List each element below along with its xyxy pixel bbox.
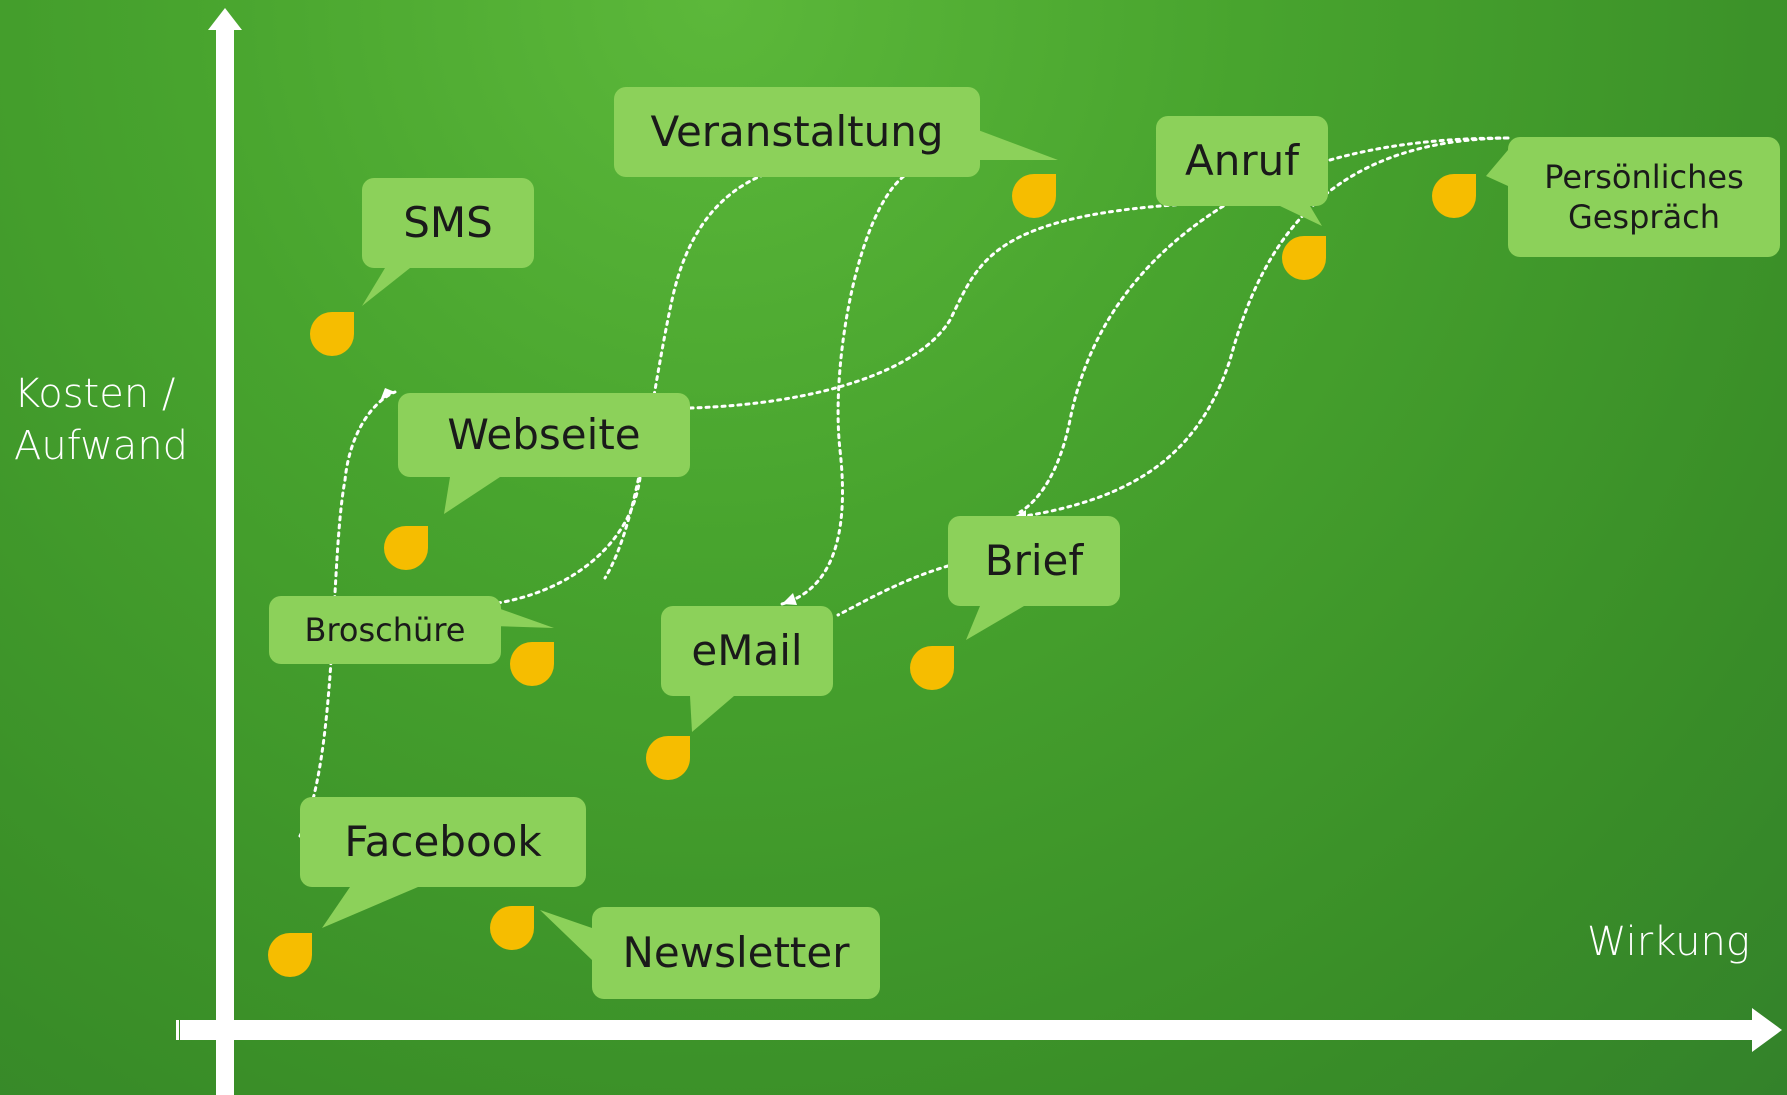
bubble-tail (444, 477, 500, 514)
bubble-facebook (300, 797, 586, 928)
bubble-box (269, 596, 501, 664)
bubble-box (592, 907, 880, 999)
x-axis-arrowhead (1752, 1008, 1782, 1052)
y-axis-label: Kosten / Aufwand (14, 371, 189, 469)
bubble-box (1508, 137, 1780, 257)
bubble-box (661, 606, 833, 696)
bubble-tail (540, 910, 592, 960)
bubble-box (300, 797, 586, 887)
axes (176, 8, 1782, 1095)
bubble-label-email: eMail (691, 625, 803, 675)
markers (268, 174, 1476, 977)
bubble-tail (362, 268, 410, 306)
bubble-tail (492, 606, 554, 628)
bubble-veranstaltung (614, 87, 1058, 177)
bubble-email (661, 606, 833, 732)
droplet-marker-icon (910, 646, 954, 690)
droplet-marker-icon (384, 526, 428, 570)
droplet-marker-icon (268, 933, 312, 977)
connector-line (471, 476, 642, 608)
y-axis-line (216, 28, 234, 1095)
x-axis-line (180, 1020, 1760, 1040)
bubble-tail (978, 130, 1058, 160)
droplet-marker-icon (1282, 236, 1326, 280)
bubbles (269, 87, 1780, 999)
bubble-persoenliches-gespraech (1486, 137, 1780, 257)
arrowhead-icon (782, 593, 797, 605)
bubble-label-sms: SMS (403, 197, 493, 247)
bubble-box (362, 178, 534, 268)
bubble-tail (1280, 206, 1322, 226)
connector-line (603, 158, 860, 580)
x-axis-tail (176, 1020, 179, 1040)
bubble-box (398, 393, 690, 477)
droplet-marker-icon (1432, 174, 1476, 218)
bubble-webseite (398, 393, 690, 514)
bubble-tail (322, 887, 418, 928)
bubble-tail (690, 696, 734, 732)
bubble-broschuere (269, 596, 554, 664)
connector-line (836, 564, 950, 617)
x-axis-label: Wirkung (1587, 919, 1750, 965)
droplet-marker-icon (490, 906, 534, 950)
bubble-tail (1486, 150, 1508, 186)
droplet-marker-icon (646, 736, 690, 780)
droplet-marker-icon (510, 642, 554, 686)
bubble-label-veranstaltung: Veranstaltung (650, 106, 944, 156)
connector-line (688, 200, 1232, 410)
bubble-label-anruf: Anruf (1184, 135, 1300, 185)
droplet-marker-icon (1012, 174, 1056, 218)
bubble-label-newsletter: Newsletter (622, 927, 850, 977)
connector-line (780, 170, 912, 606)
bubble-brief (948, 516, 1120, 640)
connector-line (1328, 136, 1510, 162)
bubble-box (1156, 116, 1328, 206)
connector-line (1010, 136, 1510, 520)
bubble-tail (966, 606, 1024, 640)
bubble-label-persoenliches-gespraech: Persönliches Gespräch (1544, 158, 1744, 236)
bubble-box (614, 87, 980, 177)
arrowhead-icon (380, 388, 395, 401)
bubble-label-broschuere: Broschüre (304, 611, 466, 649)
connector-line (1018, 200, 1232, 514)
bubble-label-webseite: Webseite (447, 409, 641, 459)
bubble-label-facebook: Facebook (344, 816, 542, 866)
bubble-newsletter (540, 907, 880, 999)
connector-line (298, 390, 397, 838)
y-axis-arrowhead (208, 8, 242, 30)
bubble-anruf (1156, 116, 1328, 226)
bubble-label-brief: Brief (984, 535, 1084, 585)
droplet-marker-icon (310, 312, 354, 356)
connectors (298, 136, 1510, 838)
bubble-sms (362, 178, 534, 306)
bubble-box (948, 516, 1120, 606)
